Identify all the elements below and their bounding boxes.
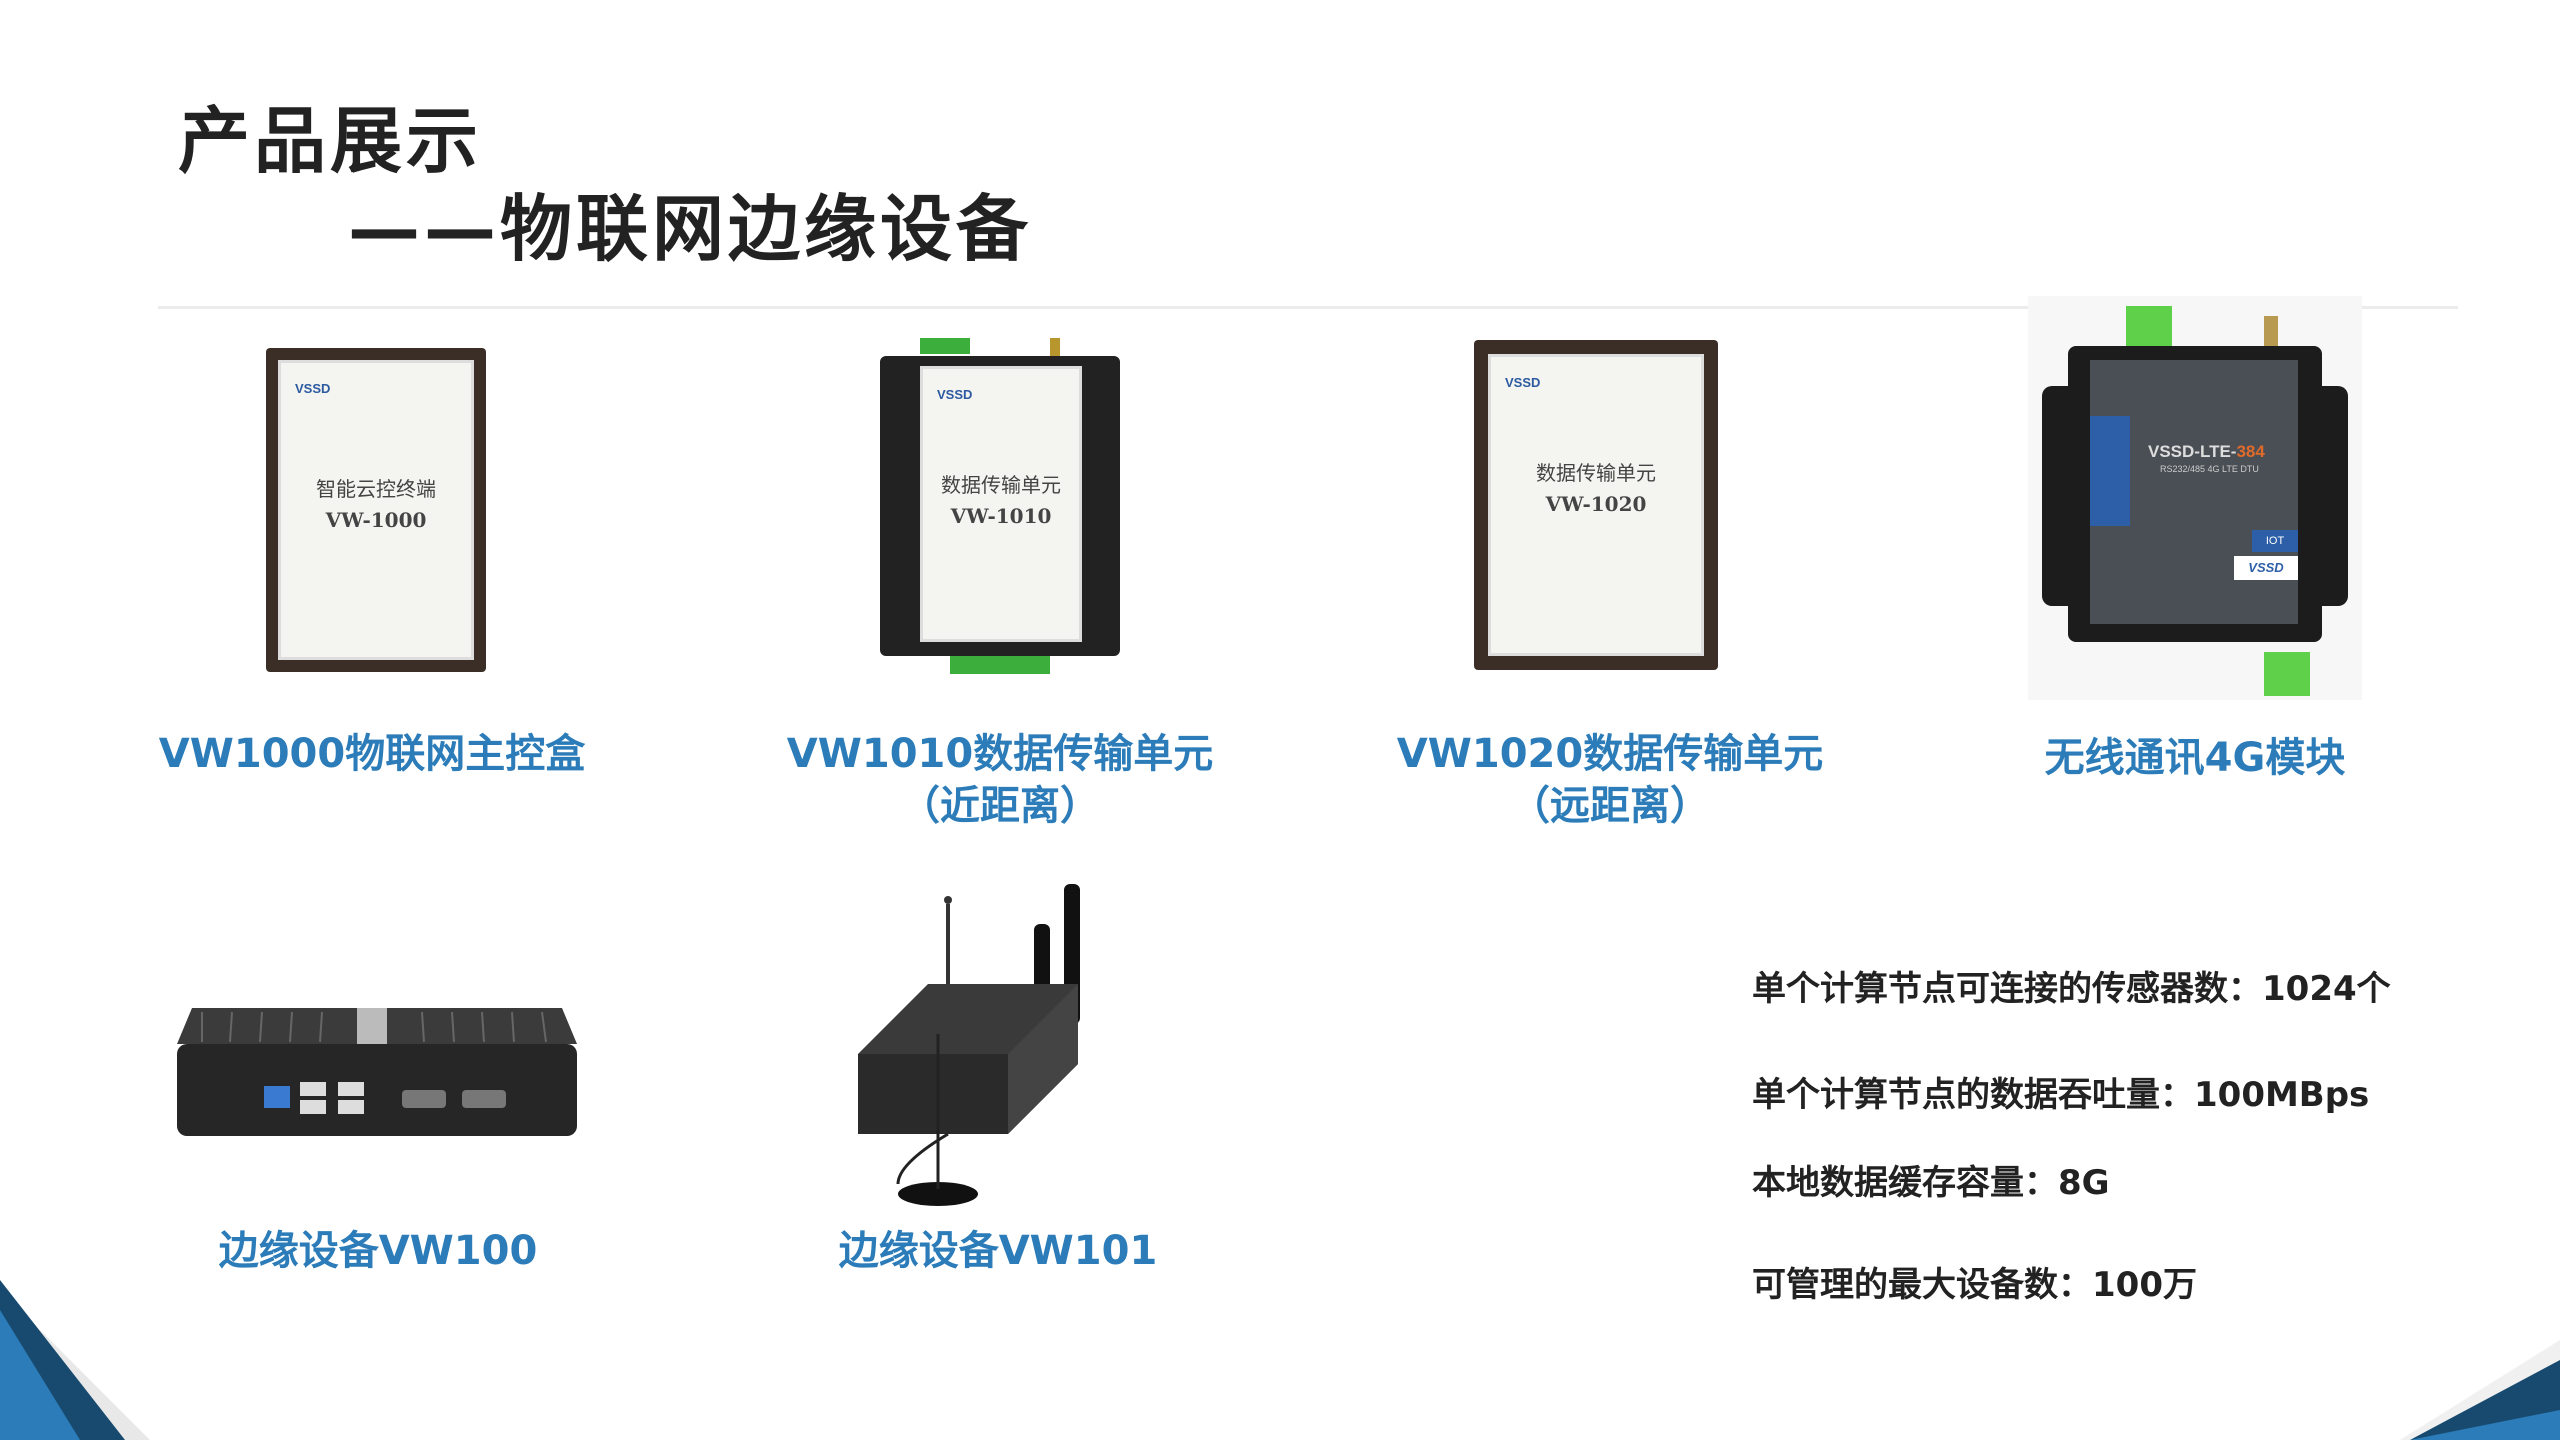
spec-item: 单个计算节点可连接的传感器数：1024个 [1752, 969, 2391, 1009]
product-image-vw1020: VSSD 数据传输单元 VW-1020 [1474, 340, 1718, 670]
product-image-vw1010: VSSD 数据传输单元 VW-1010 [880, 338, 1120, 678]
product-label-vw100: 边缘设备VW100 [219, 1225, 538, 1277]
product-label-vw1010: VW1010数据传输单元 （近距离） [787, 728, 1213, 832]
label-line: 边缘设备VW101 [838, 1228, 1158, 1274]
label-line: （远距离） [1510, 783, 1710, 829]
spec-item: 单个计算节点的数据吞吐量：100MBps [1752, 1075, 2370, 1115]
device-face-model: VW-1020 [1545, 492, 1647, 516]
device-face-subtitle: RS232/485 4G LTE DTU [2160, 464, 2259, 474]
brand-logo: VSSD [295, 381, 331, 396]
product-label-4g-module: 无线通讯4G模块 [2045, 732, 2346, 784]
spec-item: 本地数据缓存容量：8G [1752, 1163, 2110, 1203]
page-subtitle: ——物联网边缘设备 [348, 187, 1033, 271]
device-face-model: VSSD-LTE- [2148, 442, 2237, 461]
label-line: 边缘设备VW100 [218, 1228, 538, 1274]
iot-badge: IOT [2252, 530, 2298, 552]
product-image-vw100 [177, 1008, 577, 1136]
label-line: VW1020数据传输单元 [1396, 731, 1824, 777]
corner-decoration-left [0, 1280, 150, 1440]
product-label-vw1000: VW1000物联网主控盒 [159, 728, 585, 780]
page-title: 产品展示 [178, 99, 483, 183]
spec-item: 可管理的最大设备数：100万 [1752, 1265, 2197, 1305]
product-label-vw1020: VW1020数据传输单元 （远距离） [1397, 728, 1823, 832]
brand-logo: VSSD [2234, 556, 2298, 580]
device-face-title: 数据传输单元 [941, 473, 1061, 497]
product-image-4g-module: VSSD-LTE-384 RS232/485 4G LTE DTU IOT VS… [2028, 296, 2362, 700]
corner-decoration-right [2400, 1340, 2560, 1440]
device-face-title: 智能云控终端 [316, 477, 436, 501]
product-label-vw101: 边缘设备VW101 [839, 1225, 1158, 1277]
brand-logo: VSSD [1505, 375, 1541, 390]
device-face-model-suffix: 384 [2236, 442, 2265, 461]
label-line: VW1000物联网主控盒 [158, 731, 586, 777]
product-image-vw101 [858, 884, 1080, 1206]
device-face-model: VW-1010 [950, 504, 1052, 528]
product-image-vw1000: VSSD 智能云控终端 VW-1000 [266, 348, 486, 672]
label-line: （近距离） [900, 783, 1100, 829]
label-line: 无线通讯4G模块 [2044, 735, 2346, 781]
divider [158, 306, 2458, 309]
brand-logo: VSSD [937, 387, 973, 402]
device-face-title: 数据传输单元 [1536, 461, 1656, 485]
device-face-model: VW-1000 [325, 508, 427, 532]
label-line: VW1010数据传输单元 [786, 731, 1214, 777]
